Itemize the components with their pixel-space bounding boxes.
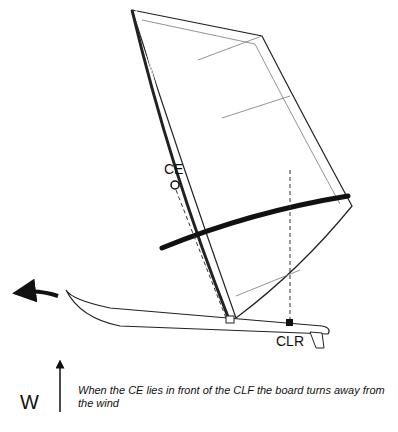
ce-dashed-line [176,190,226,318]
caption: When the CE lies in front of the CLF the… [78,384,390,410]
ce-point [171,181,179,189]
wind-label: W [20,392,39,412]
mast [132,10,230,322]
sail [132,10,352,318]
wind-arrow [59,364,61,412]
boom [162,196,348,248]
board [66,290,329,334]
batten [198,36,262,60]
sail-panel [142,20,340,204]
mast-foot [226,316,234,323]
fin [310,332,324,348]
mast-highlight [136,10,234,320]
centre-of-effort-label: CE [164,162,183,176]
batten [222,96,290,118]
clr-point [286,319,293,326]
centre-of-lateral-resistance-label: CLR [276,334,304,348]
turn-arrow [24,292,58,297]
clr-dashed-line [290,170,291,320]
